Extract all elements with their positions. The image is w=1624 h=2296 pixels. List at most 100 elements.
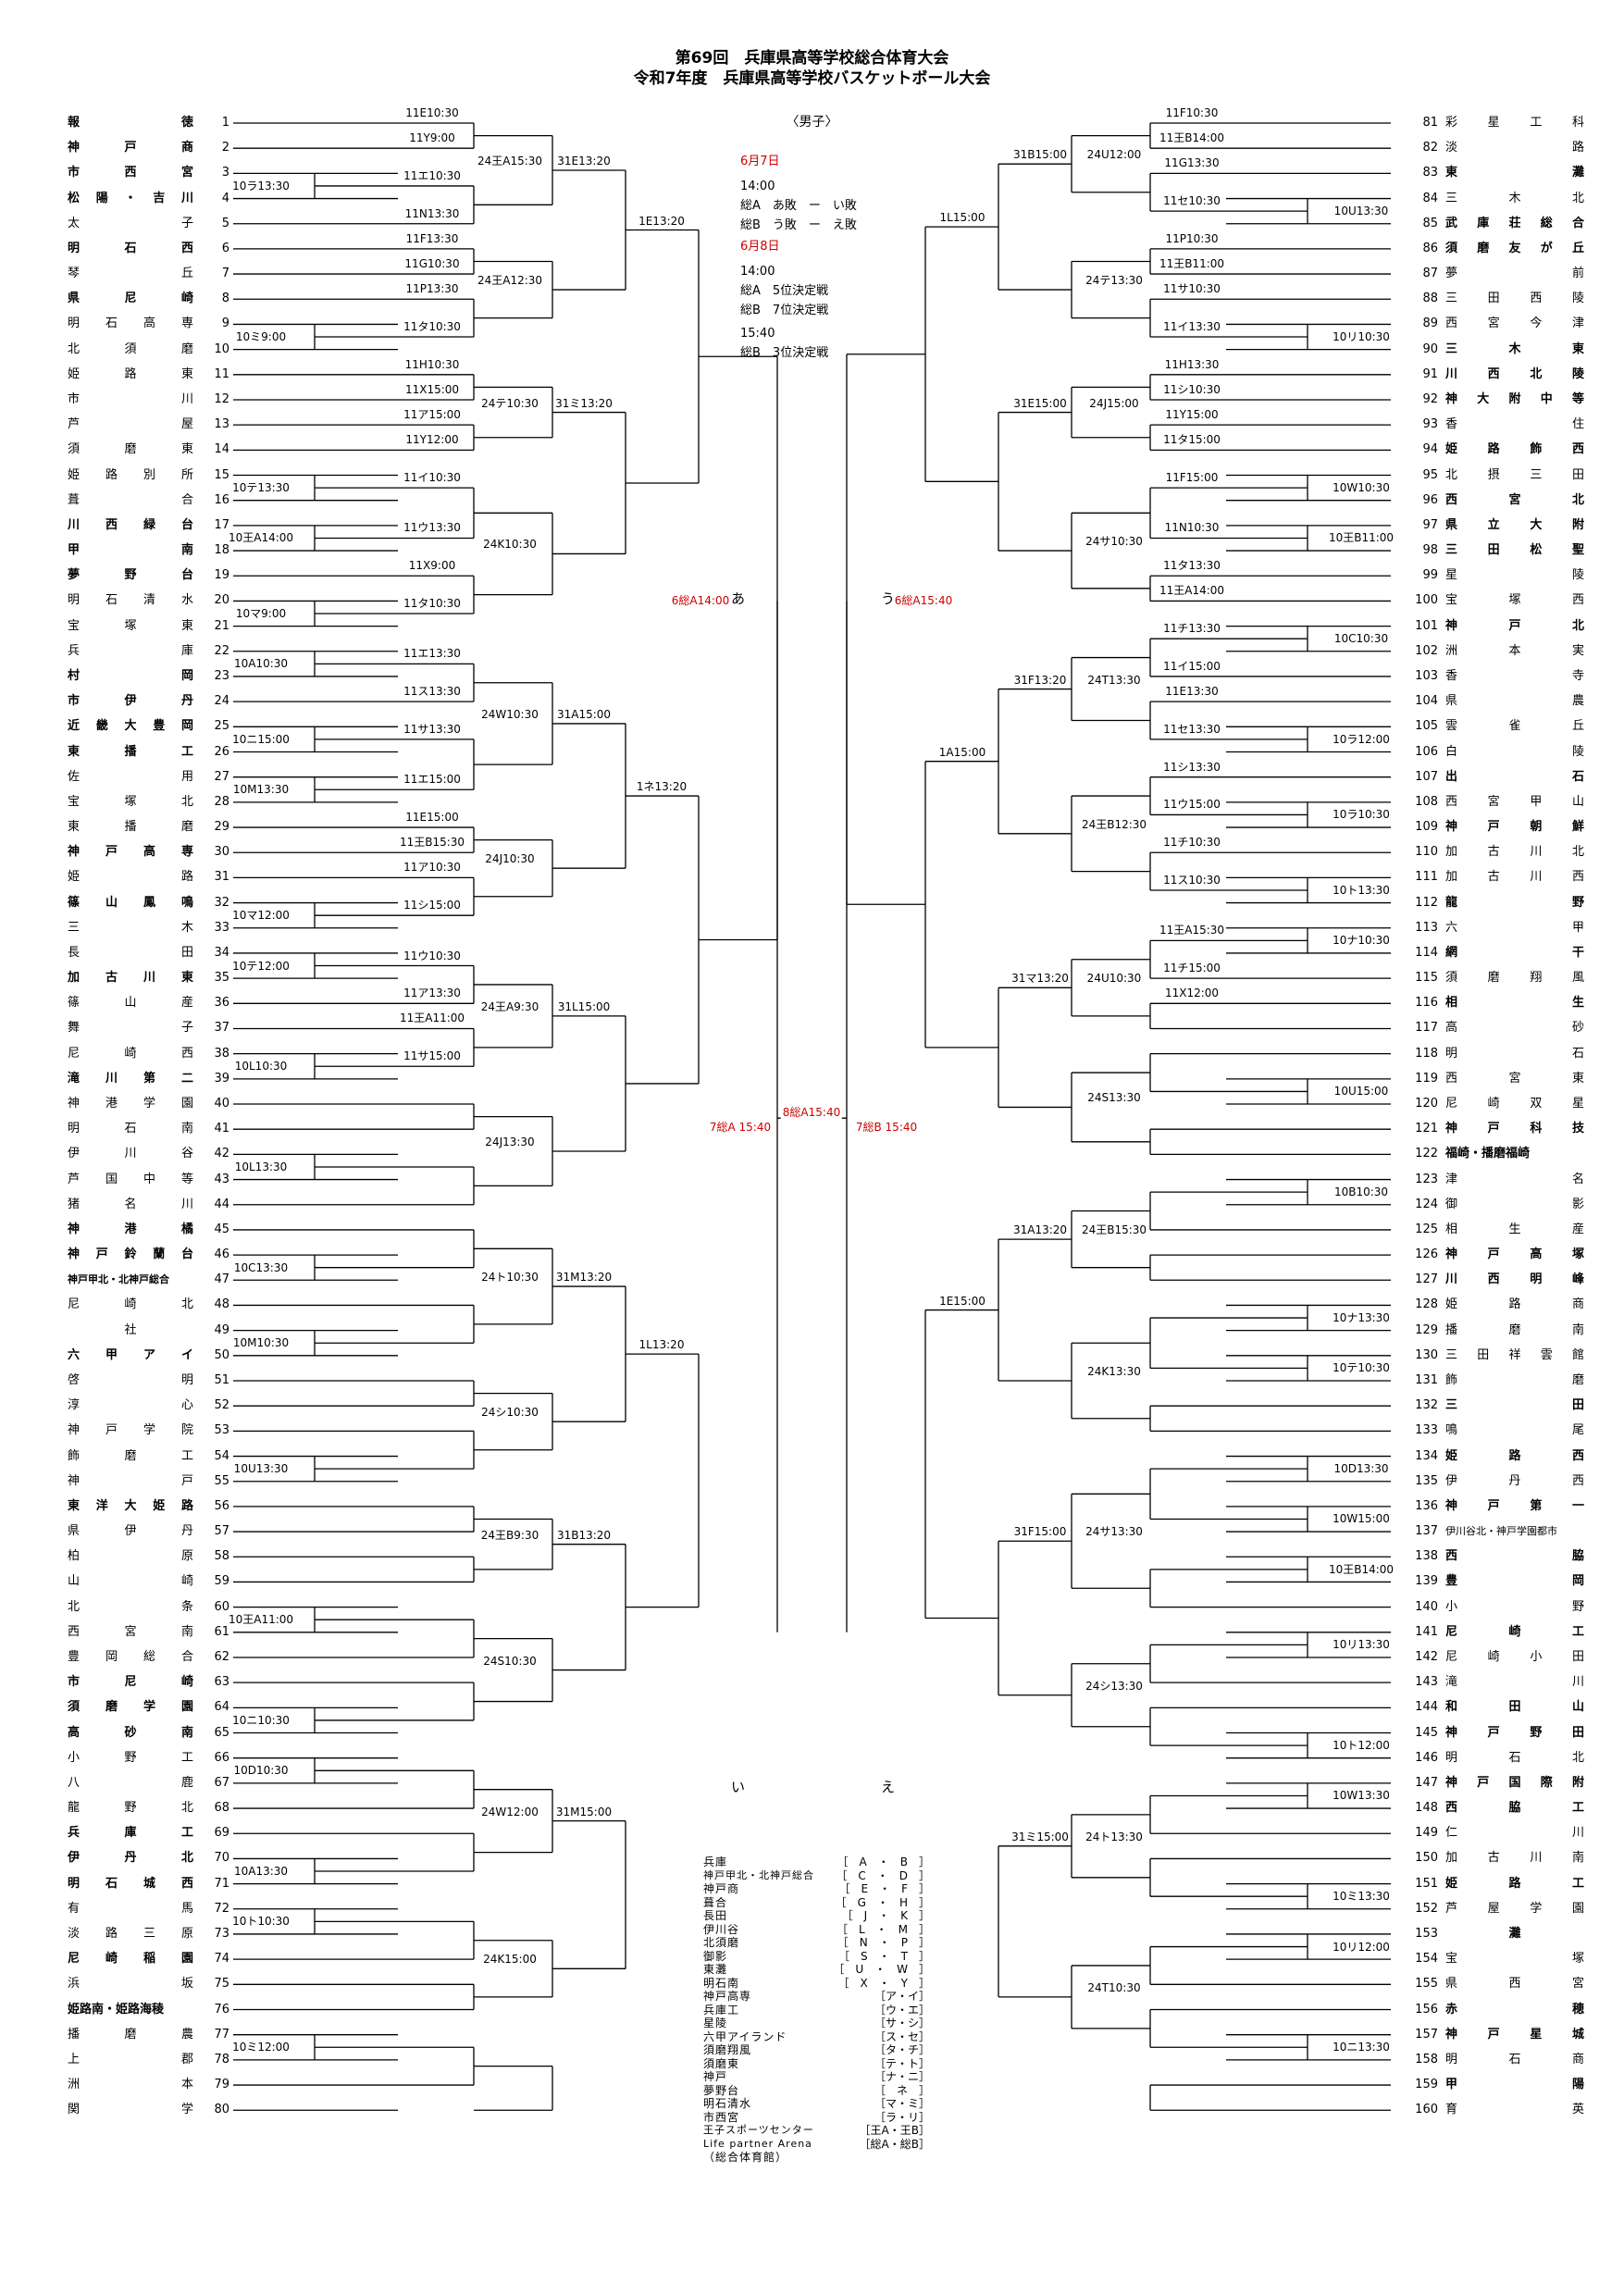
- team-number: 149: [1415, 1826, 1438, 1841]
- match-r2: 11王B11:00: [1157, 257, 1227, 271]
- team-name: 神港橘: [68, 1222, 193, 1236]
- venue-row: 北須磨［ N ・ P ］: [703, 1936, 930, 1950]
- team-number: 140: [1415, 1599, 1438, 1614]
- team-name: 六甲: [1445, 920, 1584, 935]
- match-r2: 11ウ10:30: [402, 949, 463, 962]
- team-number: 78: [214, 2052, 229, 2066]
- match-r2: 11H13:30: [1162, 357, 1221, 371]
- venue-name: 王子スポーツセンター: [703, 2124, 814, 2136]
- team-number: 67: [214, 1775, 229, 1790]
- team-name: 兵庫: [68, 643, 193, 658]
- team-name: 高砂南: [68, 1725, 193, 1740]
- team-number: 155: [1415, 1977, 1438, 1992]
- team-number: 103: [1415, 668, 1438, 683]
- team-name: 県尼崎: [68, 292, 193, 306]
- team-number: 158: [1415, 2052, 1438, 2066]
- schedule-day2-c: 総B 3位決定戦: [740, 346, 829, 360]
- team-name: 有馬: [68, 1901, 193, 1916]
- match-r2: 11王A11:00: [397, 1011, 467, 1025]
- team-name: 芦国中等: [68, 1172, 193, 1186]
- team-name: 神戸北: [1445, 618, 1584, 633]
- team-number: 80: [214, 2103, 229, 2117]
- match-r2: 11イ13:30: [1161, 320, 1222, 334]
- match-r2: 11エ15:00: [402, 773, 463, 787]
- team-name: 相生: [1445, 996, 1584, 1011]
- team-name: 滝川: [1445, 1675, 1584, 1690]
- team-number: 65: [214, 1725, 229, 1740]
- team-number: 71: [214, 1876, 229, 1891]
- team-name: 北摂三田: [1445, 467, 1584, 482]
- team-name: 宝塚東: [68, 618, 193, 633]
- match-r2: 11シ13:30: [1161, 760, 1222, 774]
- team-number: 10: [214, 341, 229, 356]
- team-number: 90: [1422, 341, 1438, 356]
- title-line1: 第69回 兵庫県高等学校総合体育大会: [675, 49, 949, 68]
- team-number: 98: [1422, 543, 1438, 558]
- team-number: 29: [214, 820, 229, 835]
- team-name: 太子: [68, 216, 193, 230]
- match-r3: 24S10:30: [481, 1654, 539, 1668]
- match-r3: 24K10:30: [481, 538, 539, 552]
- team-name: 啓明: [68, 1373, 193, 1387]
- team-name: 飾磨: [1445, 1373, 1584, 1387]
- team-name: 東播磨: [68, 820, 193, 835]
- team-number: 87: [1422, 267, 1438, 281]
- match-r1: 10L13:30: [232, 1160, 290, 1173]
- team-number: 72: [214, 1901, 229, 1916]
- team-number: 110: [1415, 845, 1438, 860]
- match-r4: 31M13:20: [553, 1271, 614, 1285]
- team-number: 63: [214, 1675, 229, 1690]
- team-name: 高砂: [1445, 1021, 1584, 1036]
- team-number: 40: [214, 1097, 229, 1111]
- corner-a: あ: [731, 590, 746, 607]
- final-match: 8総A15:40: [780, 1106, 843, 1120]
- match-r1: 10ト12:00: [1331, 1739, 1392, 1753]
- team-name: 明石清水: [68, 593, 193, 608]
- venue-codes: ［王A・王B］: [859, 2124, 930, 2137]
- venue-codes: ［ A ・ B ］: [837, 1855, 930, 1868]
- venue-name: 神戸高専: [703, 1990, 752, 2003]
- team-name: 神戸: [68, 1473, 193, 1488]
- team-name: 六甲アイ: [68, 1347, 193, 1362]
- match-r1: 10D13:30: [1332, 1462, 1391, 1476]
- team-number: 146: [1415, 1750, 1438, 1765]
- team-name: 御影: [1445, 1197, 1584, 1211]
- team-number: 54: [214, 1448, 229, 1463]
- schedule-day1-date: 6月7日: [740, 155, 780, 168]
- schedule-day2-date: 6月8日: [740, 240, 780, 254]
- team-name: 市伊丹: [68, 694, 193, 709]
- team-name: 姫路別所: [68, 467, 193, 482]
- team-number: 143: [1415, 1675, 1438, 1690]
- team-number: 49: [214, 1322, 229, 1337]
- match-r1: 10リ13:30: [1331, 1638, 1392, 1652]
- match-r1: 10ミ13:30: [1331, 1890, 1392, 1904]
- schedule-day1-b: 総B う敗 ー え敗: [740, 218, 857, 232]
- venue-row: 兵庫［ A ・ B ］: [703, 1855, 930, 1869]
- team-number: 28: [214, 794, 229, 809]
- team-name: 山崎: [68, 1574, 193, 1589]
- team-number: 32: [214, 895, 229, 910]
- match-r1: 10ニ15:00: [230, 732, 291, 746]
- match-r2: 11ウ15:00: [1161, 798, 1222, 812]
- team-name: 芦屋学園: [1445, 1901, 1584, 1916]
- venue-name: 兵庫工: [703, 2003, 740, 2017]
- venue-codes: ［ G ・ H ］: [835, 1895, 930, 1909]
- team-name: 猪名川: [68, 1197, 193, 1211]
- match-r1: 10リ10:30: [1331, 330, 1392, 344]
- schedule-day2-time1: 14:00: [740, 265, 775, 279]
- team-number: 105: [1415, 719, 1438, 734]
- team-name: 西宮南: [68, 1624, 193, 1639]
- team-number: 14: [214, 442, 229, 457]
- team-name: 宝塚北: [68, 794, 193, 809]
- match-r3: 24ト10:30: [479, 1271, 540, 1285]
- match-r2: 11P10:30: [1163, 231, 1221, 245]
- team-number: 127: [1415, 1272, 1438, 1287]
- team-name: 東灘: [1445, 166, 1584, 180]
- team-name: 飾磨工: [68, 1448, 193, 1463]
- team-name: 龍野: [1445, 895, 1584, 910]
- team-number: 92: [1422, 391, 1438, 406]
- team-number: 131: [1415, 1373, 1438, 1387]
- team-number: 5: [221, 216, 229, 230]
- team-number: 11: [214, 366, 229, 381]
- team-number: 151: [1415, 1876, 1438, 1891]
